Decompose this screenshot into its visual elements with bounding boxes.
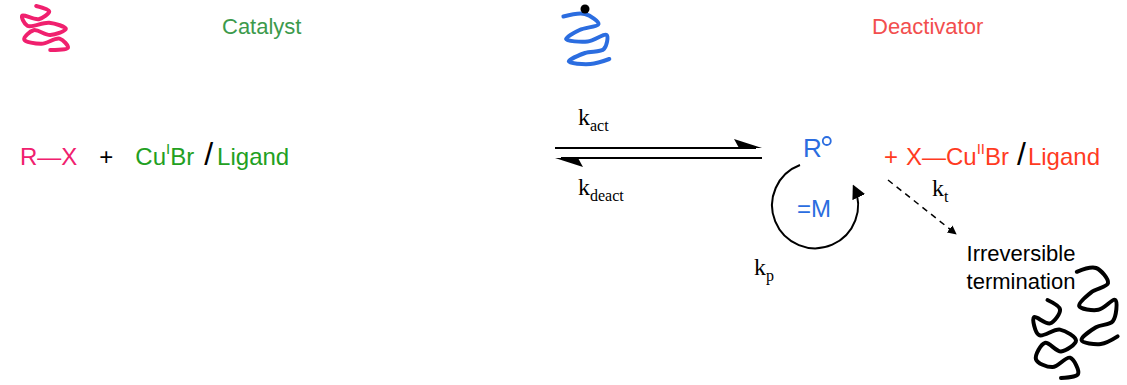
termination-arrow xyxy=(888,180,956,234)
monomer-label: =M xyxy=(797,197,831,221)
slash: / xyxy=(1017,138,1026,170)
dead-chain xyxy=(1077,268,1118,345)
copper-formula: Br xyxy=(170,145,194,169)
dead-chain xyxy=(1033,300,1078,378)
deactivation-arrow xyxy=(561,157,762,159)
deactivation-arrowhead xyxy=(555,158,583,167)
eq-left-group: R—X + CuIBr /Ligand xyxy=(20,138,289,170)
polymer-chains xyxy=(22,6,1118,378)
term-group: Irreversible termination xyxy=(955,240,1087,295)
radical-symbol xyxy=(823,137,831,145)
radical-label: R xyxy=(803,135,822,161)
rate-subscript: t xyxy=(944,189,948,205)
initiator-chain xyxy=(22,6,68,50)
propagation-loop xyxy=(772,165,858,248)
kp-group: kp xyxy=(754,255,774,279)
rate-constant: k xyxy=(578,175,590,199)
equilibrium-arrows xyxy=(555,139,762,167)
copper-formula: Cu xyxy=(135,145,166,169)
radical-dot xyxy=(581,5,590,14)
deactivator-formula: X—Cu xyxy=(906,145,977,169)
oxidation-state: I xyxy=(166,141,170,156)
radical-group: R xyxy=(803,135,822,161)
monomer-group: =M xyxy=(797,197,831,221)
rate-constant: k xyxy=(578,105,590,129)
slash: / xyxy=(204,138,213,170)
rate-subscript: deact xyxy=(590,188,624,204)
rate-constant: k xyxy=(754,255,766,279)
deactivator-group: Deactivator xyxy=(872,16,983,38)
deactivator-label: Deactivator xyxy=(872,16,983,38)
plus-sign: + xyxy=(884,145,898,169)
oxidation-state: II xyxy=(977,141,985,156)
rate-subscript: p xyxy=(766,268,774,284)
deactivator-formula: Br xyxy=(985,145,1009,169)
ligand-label: Ligand xyxy=(217,145,289,169)
ligand-label: Ligand xyxy=(1028,145,1100,169)
activation-arrow xyxy=(555,147,756,149)
kact-group: kact xyxy=(578,105,609,129)
catalyst-group: Catalyst xyxy=(222,16,301,38)
eq-right-group: + X—CuIIBr /Ligand xyxy=(884,138,1100,170)
kt-group: kt xyxy=(932,176,948,200)
activation-arrowhead xyxy=(734,139,762,148)
rate-constant: k xyxy=(932,176,944,200)
plus-sign: + xyxy=(99,145,113,169)
initiator-formula: R—X xyxy=(20,145,77,169)
kdeact-group: kdeact xyxy=(578,175,624,199)
active-chain xyxy=(563,14,609,65)
catalyst-label: Catalyst xyxy=(222,16,301,38)
termination-label: Irreversible termination xyxy=(955,240,1087,295)
rate-subscript: act xyxy=(590,118,609,134)
